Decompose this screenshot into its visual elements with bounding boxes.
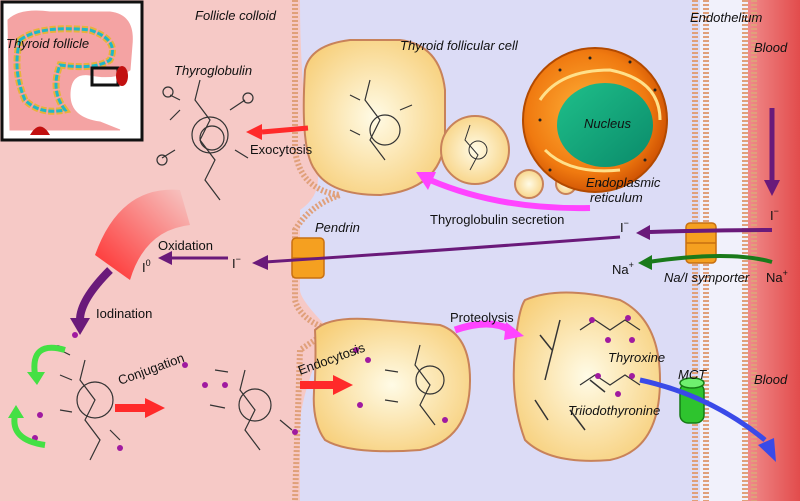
proteolysis-label: Proteolysis [450,310,514,325]
sodium-arrow [647,254,773,264]
iodination-green-arrow-bottom [11,414,46,448]
iodination-label: Iodination [96,306,152,321]
thyroglobulin-secretion-arrow [428,177,591,212]
thyroglobulin-secretion-arrowhead [416,172,436,190]
exocytosis-arrowhead [246,124,262,140]
thyroid-follicle-label: Thyroid follicle [6,36,89,51]
blood-label-bottom: Blood [754,372,788,387]
iodide-cell-label: I− [620,218,629,235]
iodide-colloid-label: I− [232,254,241,271]
na-i-symporter-label: Na/I symporter [664,270,750,285]
thyroid-follicle-inset [0,0,144,142]
thyroxine-label: Thyroxine [608,350,665,365]
iodine-atoms-endocytosed [353,347,448,423]
degraded-thyroglobulin [534,319,606,431]
thyroglobulin-label: Thyroglobulin [174,63,252,78]
nucleus [557,83,653,167]
reticulum-label: reticulum [590,190,643,205]
thyroglobulin-molecule [156,79,254,201]
thyroglobulin-in-vesicle [349,79,413,161]
hormone-export-arrow [639,377,767,442]
sodium-cell-label: Na+ [612,260,634,277]
pendrin-label: Pendrin [315,220,360,235]
iodine-atoms-conjugated [182,362,298,435]
iodide-pendrin-arrow [264,235,621,264]
triiodothyronine-label: Triiodothyronine [568,403,660,418]
exocytosis-label: Exocytosis [250,142,313,157]
iodide-symporter-arrow [649,228,773,234]
nucleus-label: Nucleus [584,116,631,131]
thyroglobulin-in-secretion-vesicle [464,124,488,171]
na-i-symporter [685,222,717,264]
thyroglobulin-endocytosed [384,344,445,426]
iodine-zero-label: I0 [142,258,151,275]
sodium-blood-label: Na+ [766,268,788,285]
iodine-atoms-hormones [589,315,635,397]
exocytosis-vesicle [302,39,446,197]
iodinated-thyroglobulin-left [59,349,121,461]
oxidation-funnel [95,189,190,280]
proteolysis-lysosome [512,291,662,462]
iodide-blood-label: I− [770,206,779,223]
thyroid-follicular-cell-label: Thyroid follicular cell [400,38,519,53]
iodination-green-arrow-top [31,344,66,376]
secretory-vesicle-medium [514,169,544,199]
secretory-vesicle-large [440,115,510,185]
thyroid-hormone-structures [579,319,641,386]
iodination-arrow [76,267,113,321]
endoplasmic-label: Endoplasmic [586,175,661,190]
conjugated-thyroglobulin [209,369,293,451]
thyroglobulin-secretion-label: Thyroglobulin secretion [430,212,564,227]
oxidation-label: Oxidation [158,238,213,253]
blood-label-top: Blood [754,40,788,55]
endothelium-label: Endothelium [690,10,762,25]
exocytosis-arrow [261,125,309,135]
follicle-colloid-label: Follicle colloid [195,8,277,23]
mct-label: MCT [678,367,707,382]
